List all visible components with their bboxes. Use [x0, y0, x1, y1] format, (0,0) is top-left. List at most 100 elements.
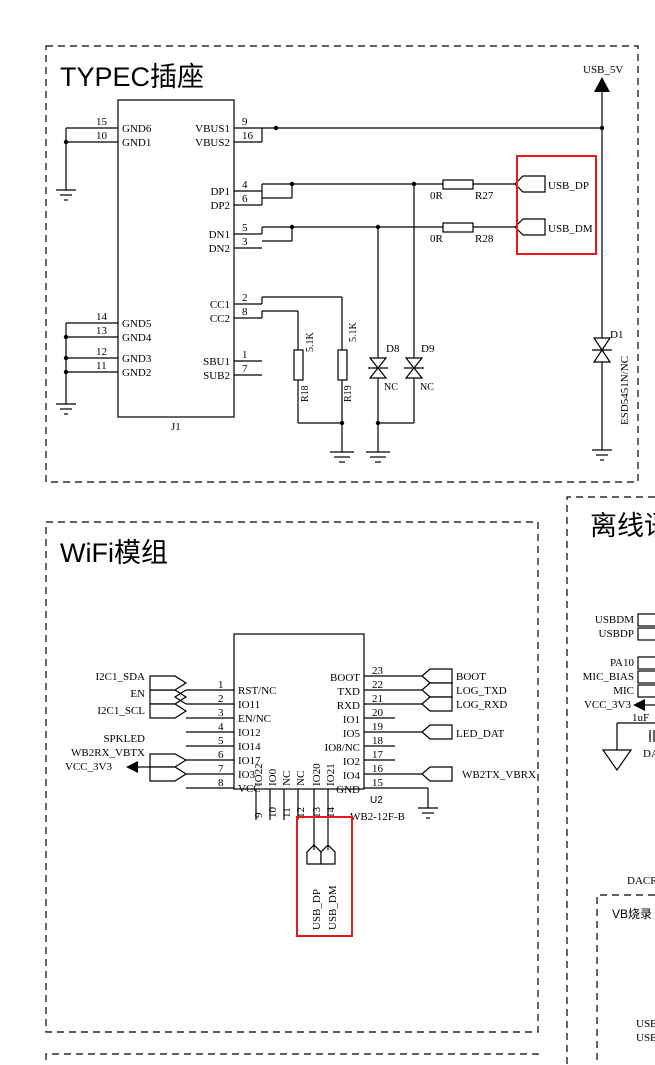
j1-pin-name: SBU1 — [203, 356, 230, 368]
d1-part: ESD5451N/NC — [619, 356, 631, 425]
j1-pin-name: DN1 — [209, 229, 230, 241]
u2-pin-num: 8 — [218, 777, 224, 789]
u2-pin-num: 9 — [253, 812, 265, 818]
j1-pin-name: GND1 — [122, 137, 151, 149]
d8-d9-diodes: D8 NC D9 NC — [366, 184, 435, 463]
j1-pin-name: CC1 — [210, 299, 230, 311]
u2-pin-name: IO22 — [253, 763, 265, 786]
j1-pin-name: DP2 — [210, 200, 230, 212]
u2-pin-num: 19 — [372, 721, 384, 733]
net-en: EN — [130, 688, 145, 700]
u2-part: WB2-12F-B — [350, 811, 405, 823]
wifi-section-title: WiFi模组 — [60, 538, 168, 568]
u2-usb-nets: USB_DP USB_DM — [296, 816, 353, 937]
cc-resistors: 5.1K R19 5.1K R18 — [261, 296, 359, 463]
u2-pin-num: 6 — [218, 749, 224, 761]
u2-pin-name: IO12 — [238, 727, 261, 739]
wifi-section-frame — [45, 521, 539, 1033]
j1-pin-num: 1 — [242, 349, 248, 361]
u2-pin-name: IO0 — [267, 768, 279, 786]
r19-resistor — [337, 349, 348, 381]
vb-section-partial: USBI USBI — [636, 1018, 655, 1044]
u2-pin-name: IO17 — [238, 755, 261, 767]
j1-pin-name: GND6 — [122, 123, 152, 135]
u2-bottom-pins: 9 10 11 12 13 14 IO22 IO0 NC NC IO20 IO2… — [253, 763, 337, 850]
vbus-net: USB_5V — [261, 64, 623, 338]
j1-pin-num: 2 — [242, 292, 248, 304]
u2-pin-num: 5 — [218, 735, 224, 747]
j1-pin-name: DN2 — [209, 243, 230, 255]
u2-pin-num: 10 — [267, 807, 279, 819]
svg-text:VCC_3V3: VCC_3V3 — [584, 699, 632, 711]
u2-pin-name: IO21 — [325, 763, 337, 786]
j1-pin-num: 11 — [96, 360, 107, 372]
j1-pin-num: 7 — [242, 363, 248, 375]
u2-right-nets: BOOT LOG_TXD LOG_RXD LED_DAT WB2TX_VBRX … — [350, 668, 536, 823]
svg-text:USBI: USBI — [636, 1032, 655, 1044]
usb-dp-port — [514, 175, 546, 193]
u2-pin-name: IO5 — [343, 728, 361, 740]
j1-pin-num: 9 — [242, 116, 248, 128]
u2-pin-name: IO1 — [343, 714, 360, 726]
d1-ref: D1 — [610, 329, 623, 341]
j1-gnd-bus — [56, 128, 76, 415]
usb-5v-label: USB_5V — [583, 64, 623, 76]
j1-pin-name: DP1 — [210, 186, 230, 198]
power-arrow-icon — [594, 77, 610, 92]
r27-ref: R27 — [475, 190, 494, 202]
j1-pin-num: 14 — [96, 311, 108, 323]
svg-text:DACR: DACR — [627, 875, 655, 887]
svg-text:USBDP: USBDP — [599, 628, 634, 640]
offline-section-frame — [566, 496, 655, 1065]
net-vcc-3v3: VCC_3V3 — [65, 761, 113, 773]
usb-port-highlight-box — [516, 155, 597, 255]
vb-section-frame — [596, 894, 655, 1065]
u2-pin-name: GND — [336, 784, 360, 796]
usb-dm-port — [514, 218, 546, 236]
u2-left-nets: I2C1_SDA EN I2C1_SCL SPKLED WB2RX_VBTX V… — [65, 671, 188, 782]
net-usb-dp: USB_DP — [311, 889, 323, 930]
offline-section-title: 离线语 — [590, 511, 655, 541]
j1-pin-num: 3 — [242, 236, 248, 248]
j1-connector-body — [117, 99, 235, 418]
svg-text:DA: DA — [643, 748, 655, 760]
d8-value: NC — [384, 382, 398, 393]
net-usb-dm: USB_DM — [327, 885, 339, 930]
r28-ref: R28 — [475, 233, 494, 245]
u2-pin-name: RST/NC — [238, 685, 277, 697]
dn-net: 0R R28 — [261, 222, 515, 245]
u2-right-pins: 23 22 21 20 19 18 17 16 15 BOOT TXD RXD … — [325, 665, 428, 796]
r18-ref: R18 — [300, 385, 311, 402]
j1-pin-name: SUB2 — [203, 370, 230, 382]
j1-pin-num: 13 — [96, 325, 108, 337]
j1-pin-name: GND5 — [122, 318, 152, 330]
net-i2c1-sda: I2C1_SDA — [95, 671, 145, 683]
usb-dm-port-label: USB_DM — [548, 223, 593, 235]
j1-pin-num: 15 — [96, 116, 108, 128]
r19-ref: R19 — [343, 385, 354, 402]
j1-pin-name: GND3 — [122, 353, 152, 365]
svg-text:PA10: PA10 — [610, 657, 635, 669]
j1-pin-num: 8 — [242, 306, 248, 318]
r27-value: 0R — [430, 190, 444, 202]
svg-text:MIC_BIAS: MIC_BIAS — [583, 671, 634, 683]
u2-pin-name: BOOT — [330, 672, 360, 684]
u2-pin-num: 18 — [372, 735, 384, 747]
u2-left-pins: 1 2 3 4 5 6 7 8 RST/NC IO11 EN/NC IO12 I… — [186, 679, 277, 795]
typec-section-title: TYPEC插座 — [60, 62, 204, 92]
u2-pin-name: IO14 — [238, 741, 261, 753]
u2-usb-highlight-box — [296, 816, 353, 937]
u2-pin-num: 14 — [325, 807, 337, 819]
j1-pin-num: 5 — [242, 222, 248, 234]
u2-pin-num: 16 — [372, 763, 384, 775]
u2-pin-name: IO20 — [311, 763, 323, 786]
r28-resistor — [442, 222, 474, 233]
u2-pin-num: 4 — [218, 721, 224, 733]
u2-pin-num: 23 — [372, 665, 384, 677]
u2-pin-name: IO2 — [343, 756, 360, 768]
dp-net: 0R R27 — [261, 179, 515, 205]
u2-pin-num: 17 — [372, 749, 384, 761]
u2-pin-name: IO8/NC — [325, 742, 360, 754]
svg-text:USBDM: USBDM — [595, 614, 634, 626]
